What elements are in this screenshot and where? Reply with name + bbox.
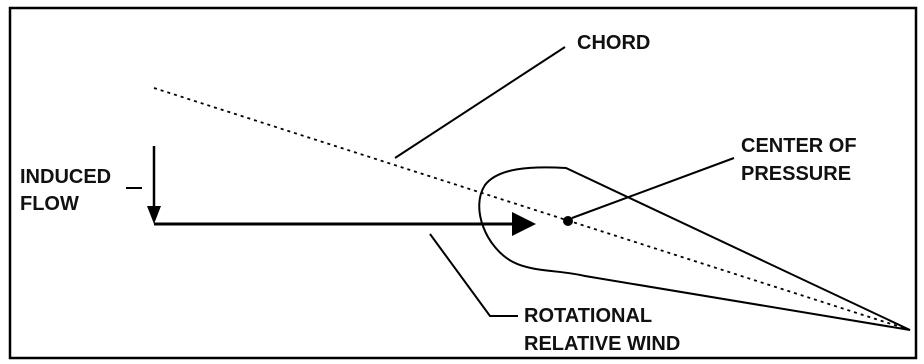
induced-flow-label-line1: INDUCED	[20, 166, 111, 188]
relative-wind-leader-line	[429, 233, 518, 317]
relative-wind-label-line1: ROTATIONAL	[524, 305, 652, 327]
center-of-pressure-label-line1: CENTER OF	[741, 135, 857, 157]
relative-wind-arrow-head	[512, 212, 536, 236]
chord-line	[153, 87, 911, 331]
relative-wind-label-line2: RELATIVE WIND	[524, 333, 680, 355]
chord-leader-line	[394, 46, 566, 159]
induced-flow-arrow-head	[147, 206, 161, 224]
chord-label: CHORD	[577, 32, 650, 54]
airfoil-outline	[478, 166, 911, 331]
center-of-pressure-label-line2: PRESSURE	[741, 163, 851, 185]
diagram-border	[8, 6, 918, 360]
center-of-pressure-leader-line	[571, 157, 735, 219]
induced-flow-label-line2: FLOW	[20, 193, 79, 215]
center-of-pressure-dot	[563, 216, 573, 226]
